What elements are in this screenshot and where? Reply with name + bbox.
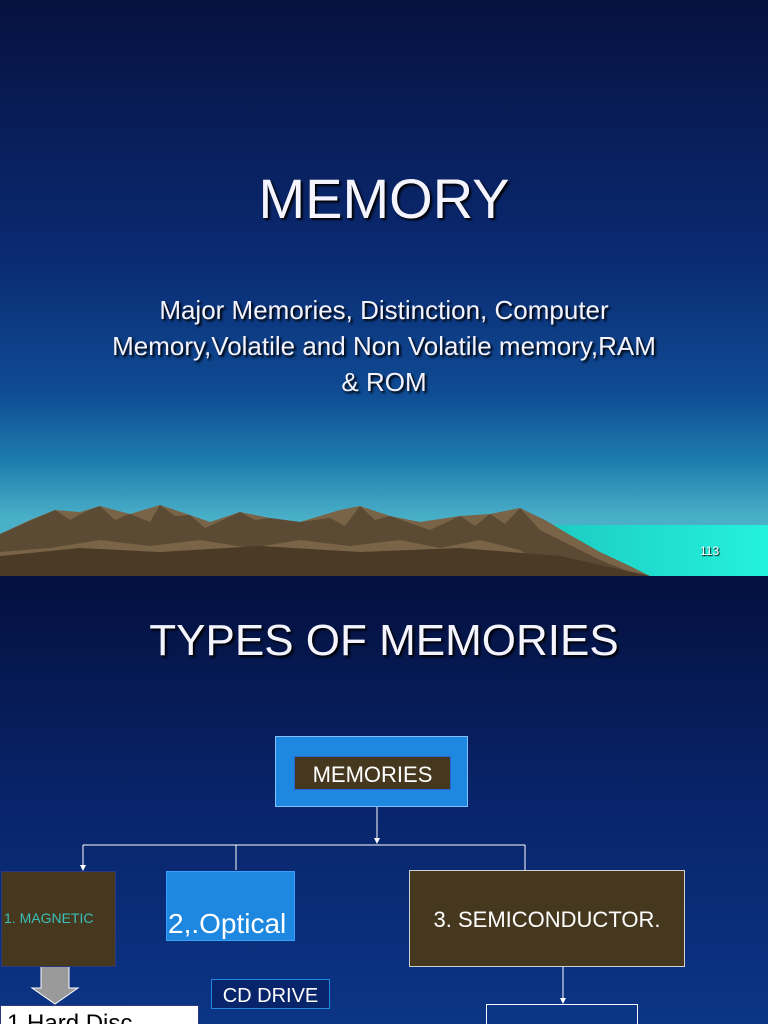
hard-disc-label: 1.Hard Disc <box>7 1010 133 1024</box>
page-number: 113 <box>700 544 720 558</box>
memories-label: MEMORIES <box>312 762 433 787</box>
semiconductor-child-node <box>486 1004 638 1024</box>
slide-title: TYPES OF MEMORIES <box>149 616 619 665</box>
optical-label: 2,.Optical <box>168 908 287 939</box>
semiconductor-node: 3. SEMICONDUCTOR. <box>409 870 685 967</box>
magnetic-node: 1. MAGNETIC <box>1 871 116 967</box>
down-arrow-icon <box>30 965 80 1005</box>
cd-drive-label: CD DRIVE <box>222 985 319 1007</box>
title-slide: MEMORY Major Memories, Distinction, Comp… <box>0 0 768 576</box>
cd-drive-node: CD DRIVE <box>211 979 330 1009</box>
hard-disc-node: 1.Hard Disc <box>0 1005 199 1024</box>
slide-subtitle: Major Memories, Distinction, Computer Me… <box>112 295 656 397</box>
mountain-base <box>0 546 650 576</box>
mountain-landscape <box>0 505 768 576</box>
mountain-shadows <box>0 505 640 576</box>
optical-node: 2,.Optical <box>166 871 295 941</box>
magnetic-label: 1. MAGNETIC <box>4 910 94 926</box>
memories-label-box: MEMORIES <box>294 756 451 790</box>
connector-lines <box>30 807 566 1005</box>
types-slide: TYPES OF MEMORIES MEMORIES 1. MAGNETIC 2… <box>0 576 768 1024</box>
slide-title: MEMORY <box>258 167 510 230</box>
semiconductor-label: 3. SEMICONDUCTOR. <box>433 907 661 932</box>
